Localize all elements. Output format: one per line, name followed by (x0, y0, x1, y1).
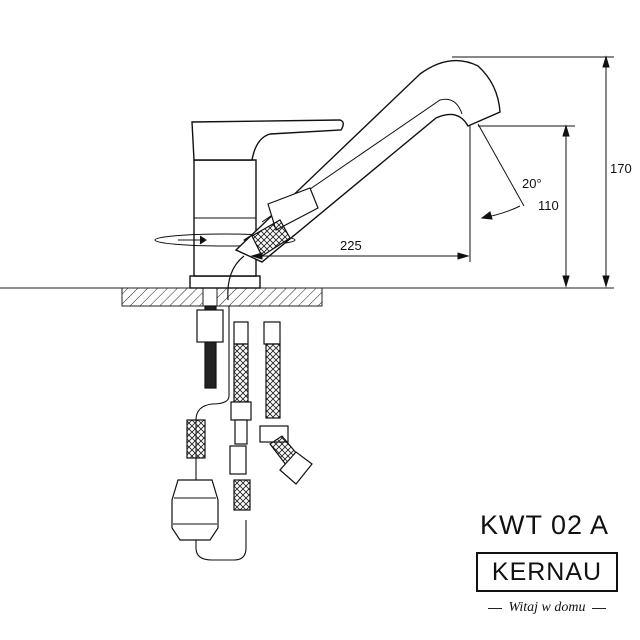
under-counter-assembly (171, 305, 313, 561)
spout (227, 59, 501, 301)
angle-dimension (477, 123, 525, 220)
tagline-dash-right (591, 607, 606, 609)
reach-dimension (250, 126, 471, 262)
spout-height-value: 110 (538, 198, 559, 213)
lever-handle (191, 119, 344, 161)
faucet-base (189, 275, 261, 289)
spout-coupling (251, 219, 291, 257)
mounting-nut (196, 309, 224, 343)
hose-spring-right (233, 479, 251, 511)
model-number: KWT 02 A (480, 510, 610, 540)
tagline-dash-left (488, 607, 503, 609)
brand-logo: KERNAU (476, 552, 618, 592)
brand-tagline: Witaj w domu (508, 600, 586, 615)
countertop-section (121, 287, 323, 307)
total-height-dimension (452, 55, 614, 288)
pullout-hose (195, 306, 247, 561)
spray-head-detail (267, 187, 319, 231)
supply-hose-hot (259, 321, 313, 485)
brand-tagline-row: Witaj w domu (476, 597, 618, 619)
brand-name: KERNAU (491, 557, 603, 586)
supply-hose-cold (230, 321, 252, 445)
spout-height-dimension (478, 124, 575, 288)
spout-hose-curve (227, 255, 245, 301)
hose-spring-left (186, 419, 206, 459)
reach-value: 225 (340, 238, 362, 253)
hose-connector (229, 445, 247, 475)
counterweight (171, 479, 219, 541)
mounting-stud (204, 305, 217, 389)
total-height-value: 170 (610, 161, 632, 176)
angle-value: 20° (522, 176, 542, 191)
